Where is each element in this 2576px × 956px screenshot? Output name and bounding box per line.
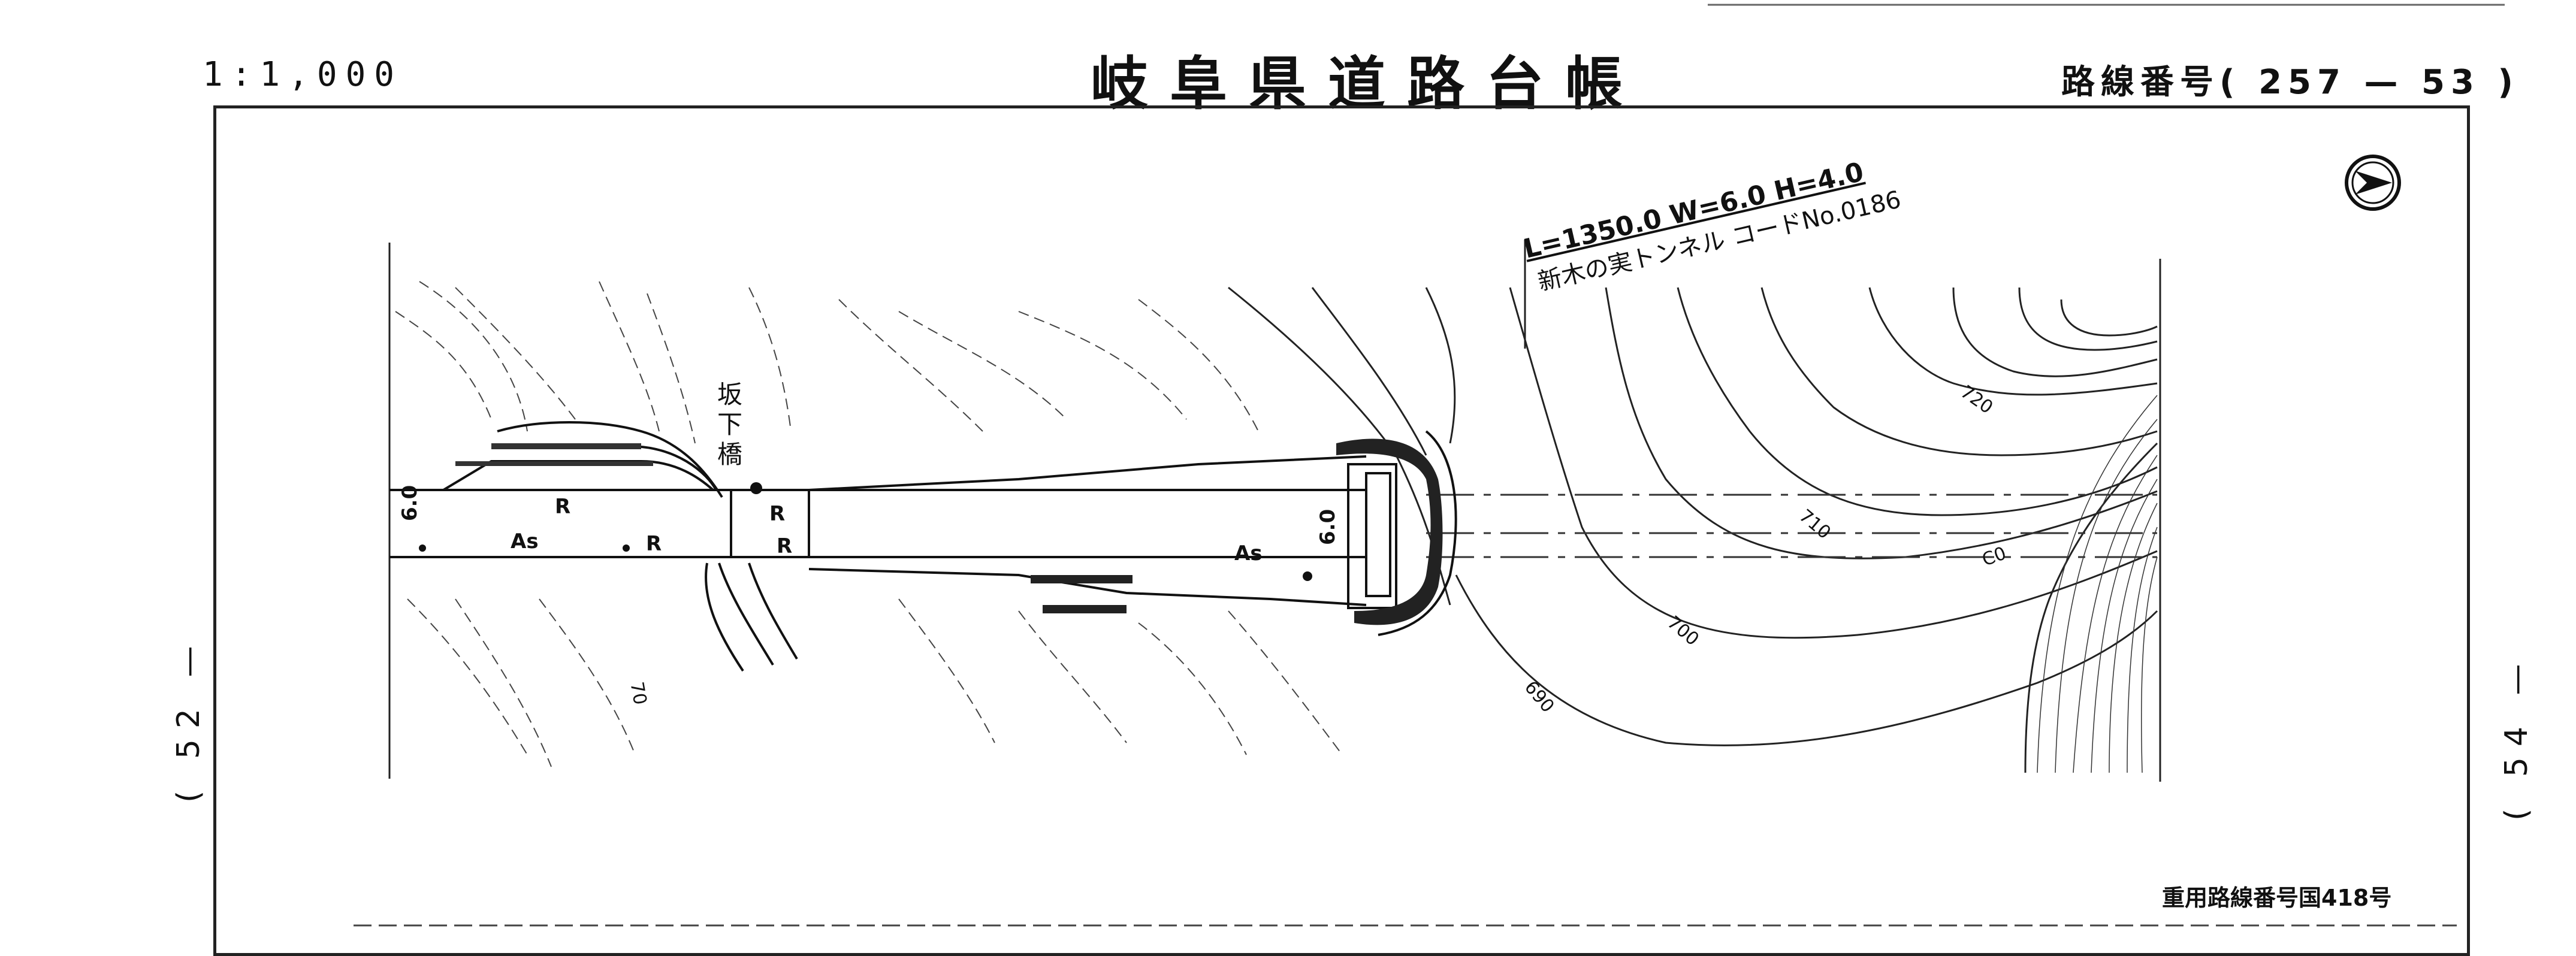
terrain-left <box>395 281 1343 767</box>
contour-label-70: 70 <box>626 680 651 707</box>
page-ref-right: ( 54 — <box>2499 653 2535 821</box>
route-number: 路線番号( 257 — 53 ) <box>2061 63 2519 102</box>
road-right-section <box>808 455 1397 609</box>
overlap-route-note: 重用路線番号国418号 <box>2162 885 2392 911</box>
bridge-name: 坂下橋 <box>717 380 742 469</box>
top-rule <box>1708 4 2505 6</box>
r-label-bridge-top: R <box>769 502 786 526</box>
tunnel-portal-hatch <box>1031 438 1443 625</box>
r-label-top: R <box>555 495 571 519</box>
surface-label-right: As <box>1234 541 1263 565</box>
road-curb-hatch-left <box>455 443 653 466</box>
r-label-bridge-bottom: R <box>777 534 793 558</box>
north-arrow-icon <box>2345 155 2401 211</box>
r-label-bottom: R <box>646 532 662 556</box>
surface-label-left: As <box>511 530 539 553</box>
tunnel-portal-outline <box>1378 430 1457 636</box>
bridge-section <box>705 489 810 672</box>
slope-hatching <box>2037 395 2158 773</box>
road-width-right: 6.0 <box>1316 509 1340 545</box>
road-markers <box>419 482 1312 581</box>
map-scale: 1:1,000 <box>203 55 403 94</box>
page-ref-left: ( 52 — <box>171 635 207 803</box>
road-width-left: 6.0 <box>398 485 422 521</box>
road-centerline <box>1426 494 2157 558</box>
road-left-section <box>389 421 723 558</box>
contour-lines <box>1228 286 2158 773</box>
